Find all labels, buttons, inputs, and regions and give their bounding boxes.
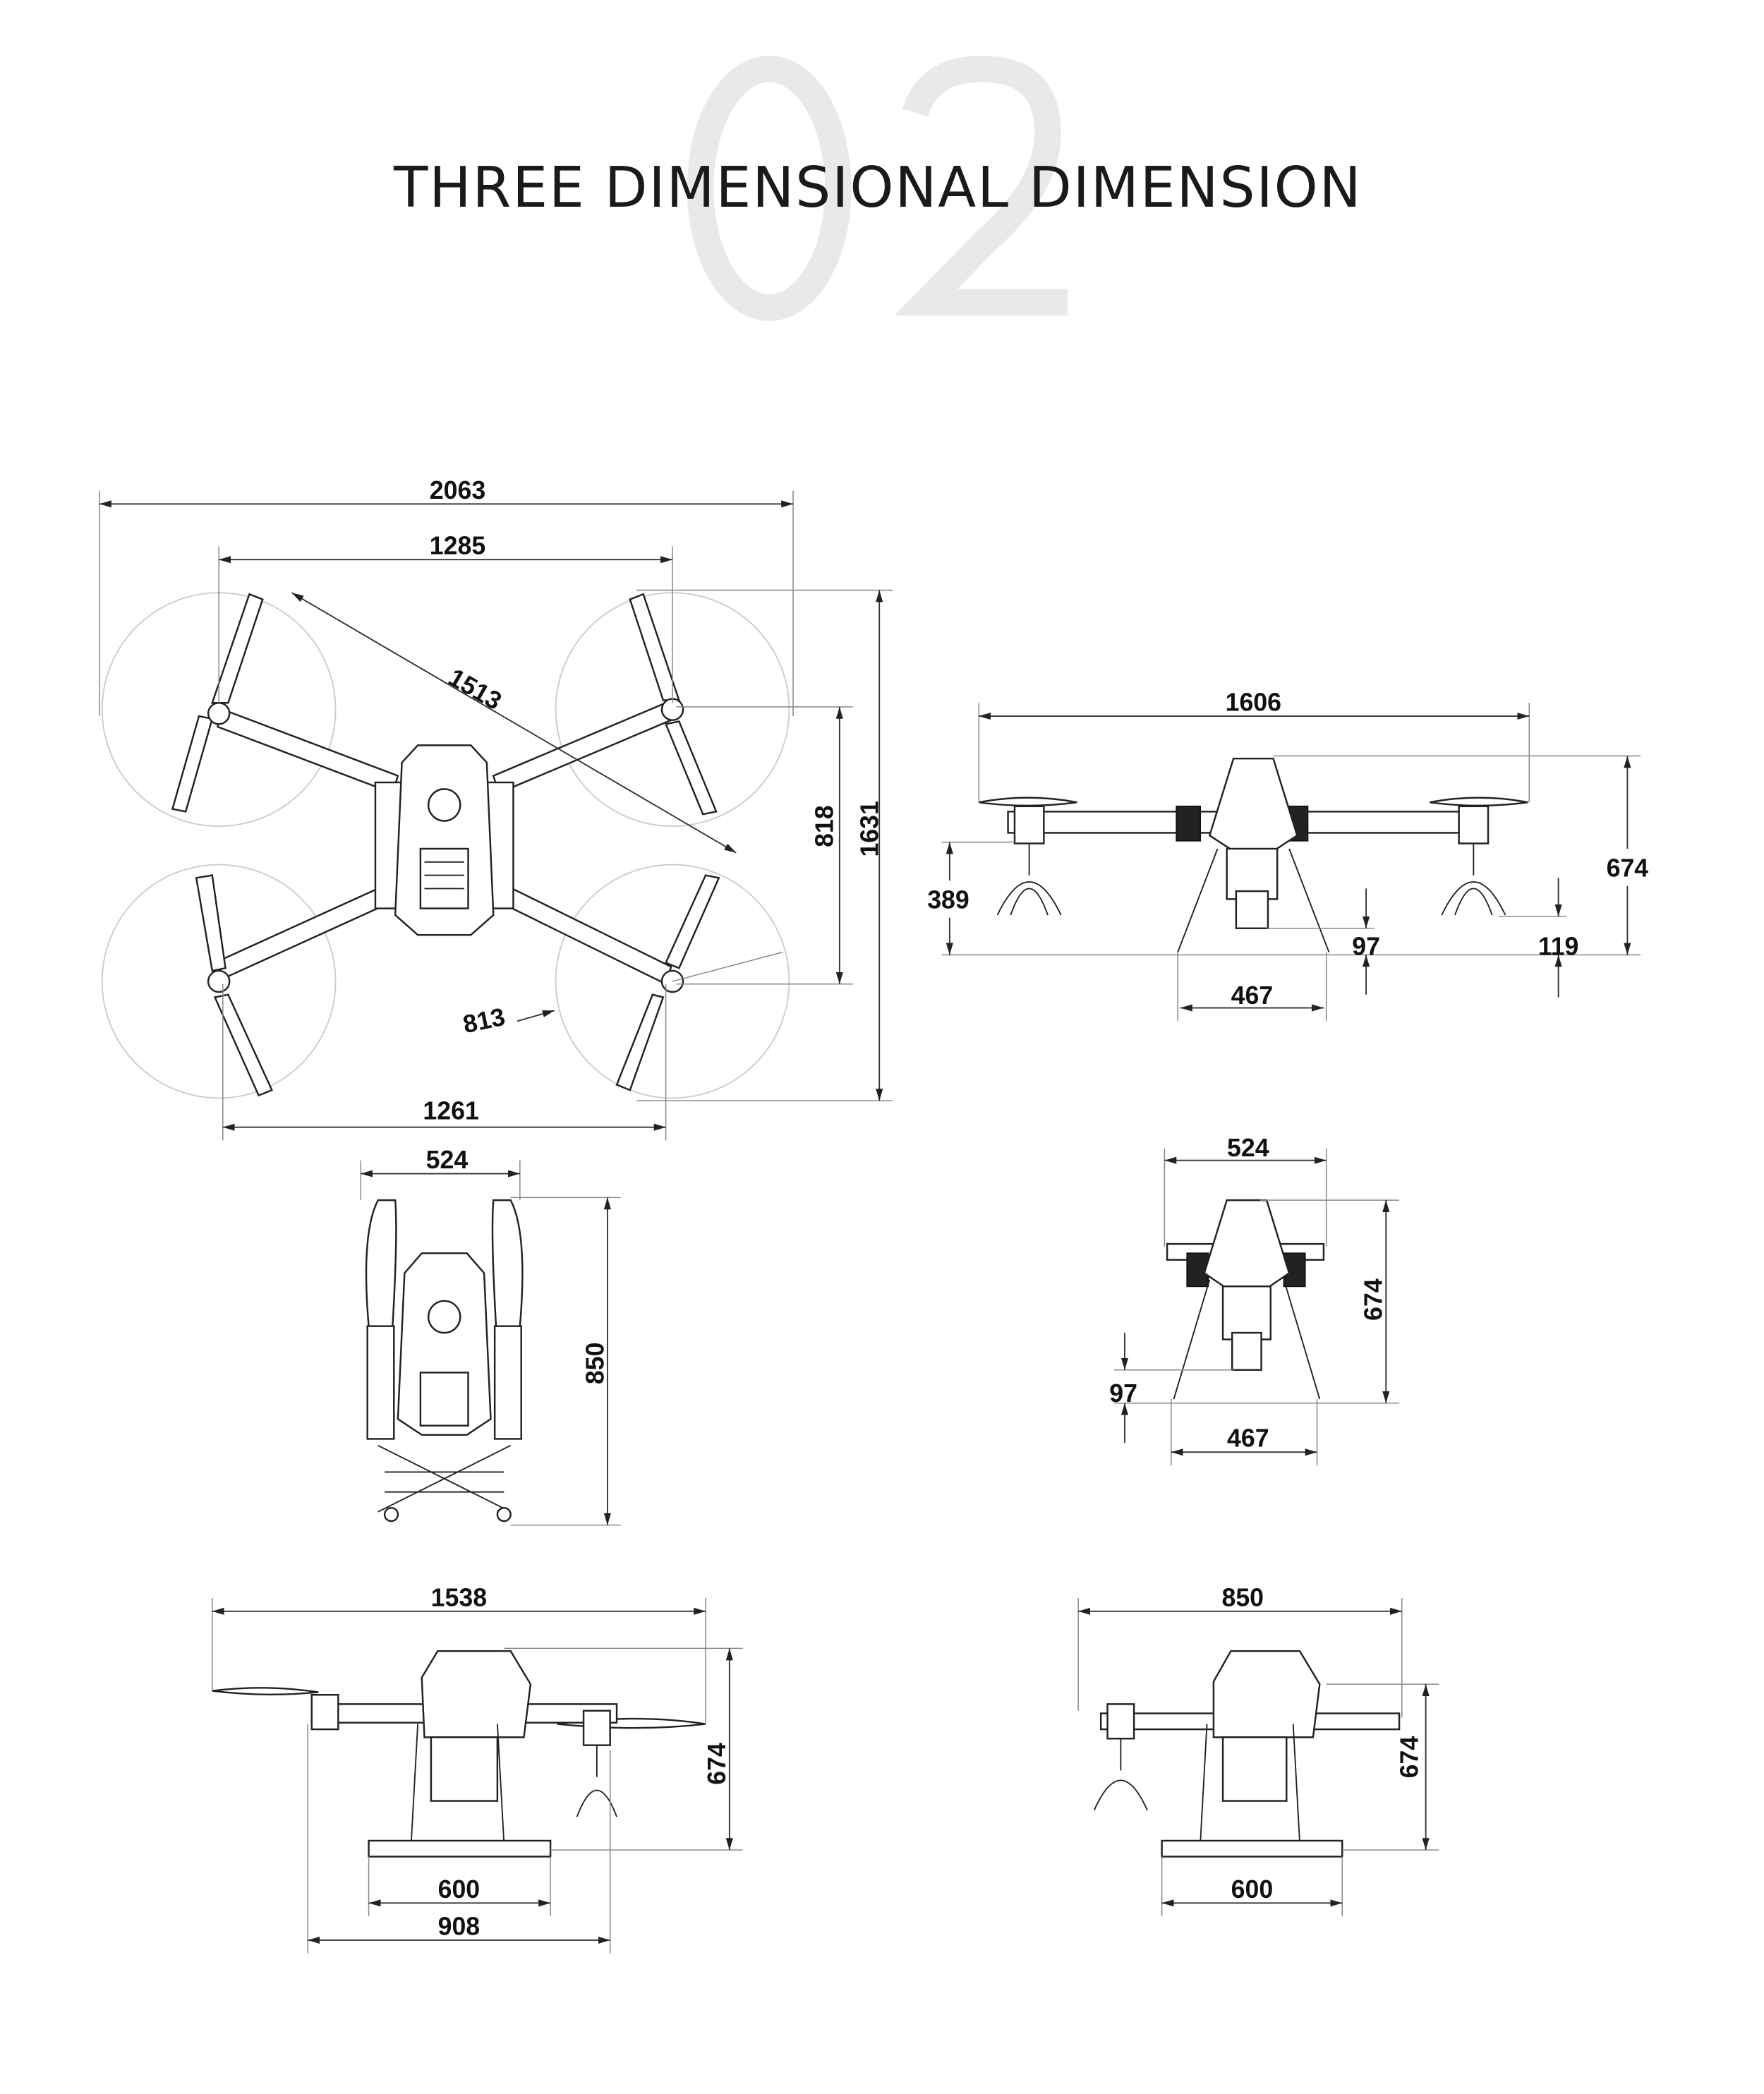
dim-skid-length: 908 (438, 1912, 481, 1940)
dim-skid-width: 600 (1231, 1875, 1274, 1904)
side-view-folded: 850 674 600 (1077, 1583, 1439, 1917)
drone-side-drawing (212, 1650, 706, 1858)
dim-height: 674 (1395, 1736, 1423, 1779)
dim-propeller-diameter: 813 (461, 1003, 508, 1039)
dim-rotor-center-x: 1285 (430, 532, 485, 560)
dim-skid-width: 600 (438, 1875, 481, 1904)
dim-length: 850 (1221, 1583, 1264, 1611)
dimension-lines (99, 490, 893, 1141)
dim-height: 674 (1360, 1278, 1388, 1321)
dim-height: 674 (703, 1743, 731, 1785)
dim-nozzle-clearance: 119 (1538, 932, 1579, 960)
front-view-unfolded: 1606 674 389 97 119 467 (927, 689, 1648, 1022)
dim-overall-span: 2063 (430, 476, 485, 504)
drone-folded-side-drawing (1093, 1650, 1401, 1858)
section-number-watermark (687, 55, 1068, 321)
page-title: THREE DIMENSIONAL DIMENSION (393, 155, 1362, 220)
dim-tank-clearance: 97 (1352, 932, 1380, 960)
dim-height: 674 (1607, 854, 1649, 882)
dim-rotor-center-x-rear: 1261 (423, 1096, 478, 1125)
dim-length: 850 (581, 1343, 609, 1385)
dim-width: 1606 (1226, 689, 1281, 717)
dim-leg-span: 467 (1231, 981, 1274, 1010)
drone-folded-front-drawing (1166, 1199, 1325, 1400)
top-view-unfolded: 2063 1285 1513 818 1631 813 1261 (99, 476, 893, 1141)
dim-leg-span: 467 (1227, 1424, 1269, 1453)
top-view-folded: 524 850 (360, 1146, 621, 1526)
dim-arm-height: 389 (927, 886, 969, 914)
dim-diagonal-wheelbase: 1513 (444, 663, 507, 715)
front-view-folded: 524 674 97 467 (1109, 1134, 1400, 1466)
drone-front-drawing (978, 757, 1528, 952)
drone-folded-top-drawing (365, 1199, 524, 1523)
drone-top-drawing (171, 593, 720, 1097)
dim-width: 524 (1227, 1134, 1269, 1162)
dim-rotor-center-y: 818 (810, 805, 838, 847)
dimension-lines (941, 703, 1641, 1022)
side-view-unfolded: 1538 674 600 908 (212, 1583, 743, 1954)
dim-overall-length: 1631 (855, 801, 883, 857)
dim-tank-clearance: 97 (1109, 1379, 1137, 1408)
dim-width: 524 (426, 1146, 469, 1174)
dim-length: 1538 (431, 1583, 487, 1611)
